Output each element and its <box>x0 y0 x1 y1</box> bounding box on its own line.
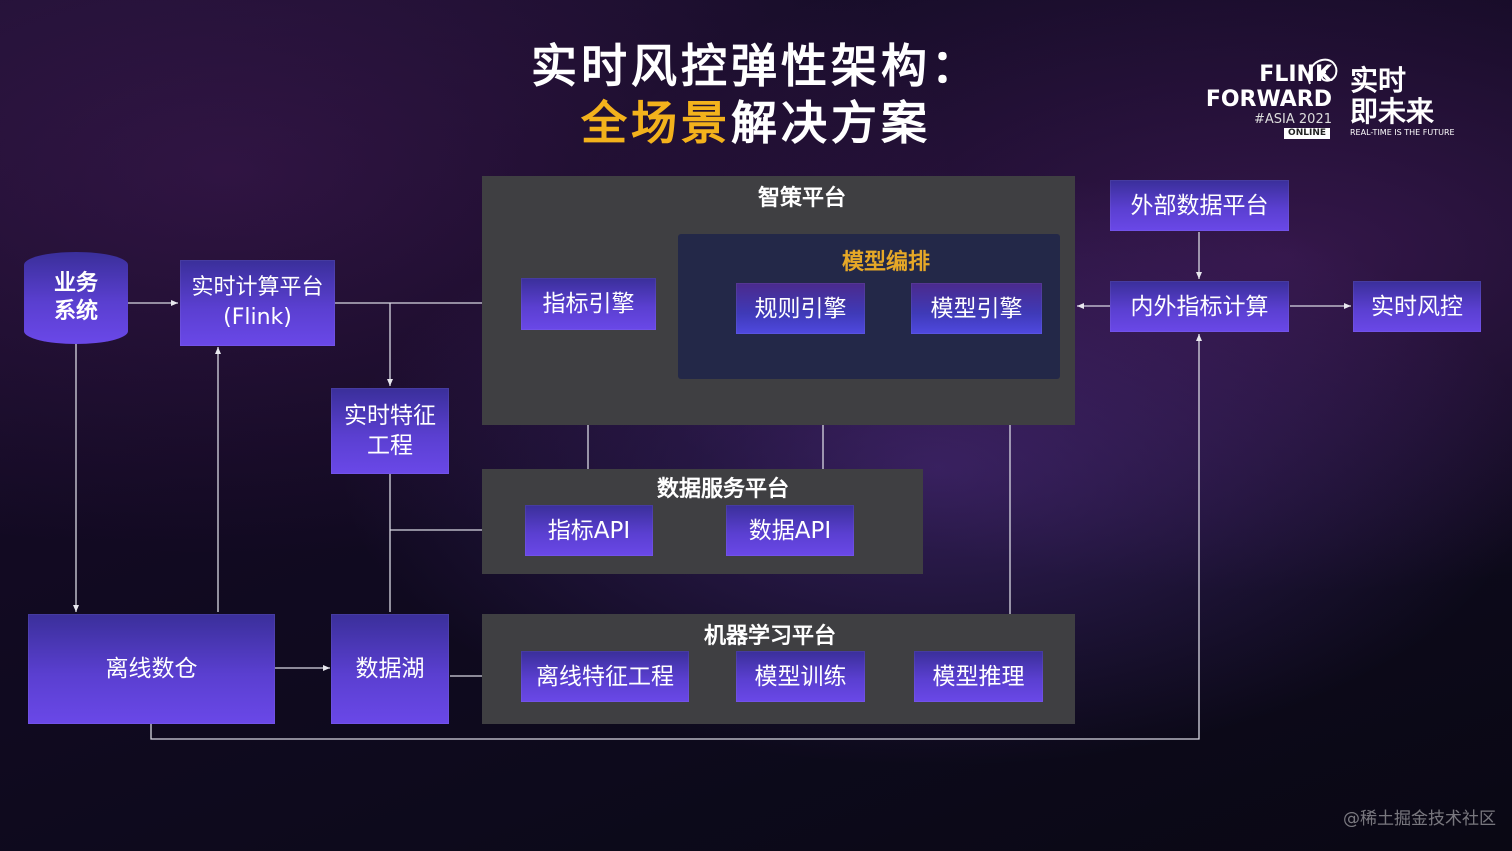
page-title-line1: 实时风控弹性架构： <box>531 39 981 93</box>
metric-api-node: 指标API <box>525 505 653 556</box>
inner-outer-metrics-node: 内外指标计算 <box>1110 281 1289 332</box>
model-training-node: 模型训练 <box>736 651 865 702</box>
realtime-feature-node: 实时特征 工程 <box>331 388 449 474</box>
realtime-compute-node: 实时计算平台 (Flink) <box>180 260 335 346</box>
logo-forward: FORWARD <box>1205 87 1332 112</box>
logo-asia: #ASIA 2021 <box>1254 112 1332 127</box>
logo-flink: FLINK <box>1259 62 1332 87</box>
model-orchestration-title: 模型编排 <box>841 250 930 275</box>
logo-cn-line2: 即未来 <box>1350 95 1435 128</box>
business-system-node: 业务 系统 <box>24 252 128 344</box>
title-highlight: 全场景 <box>581 96 731 150</box>
page-title-line2: 全场景解决方案 <box>0 95 1512 151</box>
external-data-node: 外部数据平台 <box>1110 180 1289 231</box>
flink-forward-logo: FLINK FORWARD #ASIA 2021 ONLINE <box>1196 58 1338 142</box>
rule-engine-node: 规则引擎 <box>736 283 865 334</box>
model-inference-node: 模型推理 <box>914 651 1043 702</box>
logo-cn-line1: 实时 <box>1350 64 1407 97</box>
offline-dw-node: 离线数仓 <box>28 614 275 724</box>
data-lake-node: 数据湖 <box>331 614 449 724</box>
watermark: @稀土掘金技术社区 <box>1343 809 1496 829</box>
metric-engine-node: 指标引擎 <box>521 278 656 330</box>
squirrel-icon <box>1307 58 1338 85</box>
logo-slogan: REAL-TIME IS THE FUTURE <box>1350 128 1455 137</box>
data-api-node: 数据API <box>726 505 854 556</box>
ml-platform-title: 机器学习平台 <box>703 624 836 649</box>
realtime-risk-node: 实时风控 <box>1353 281 1481 332</box>
logo-online: ONLINE <box>1284 128 1330 139</box>
zhice-platform-title: 智策平台 <box>757 186 846 211</box>
realtime-future-logo: 实时 即未来 REAL-TIME IS THE FUTURE <box>1350 66 1460 146</box>
model-engine-node: 模型引擎 <box>911 283 1042 334</box>
title-rest: 解决方案 <box>731 96 931 150</box>
offline-feature-node: 离线特征工程 <box>521 651 689 702</box>
data-service-title: 数据服务平台 <box>656 477 789 502</box>
